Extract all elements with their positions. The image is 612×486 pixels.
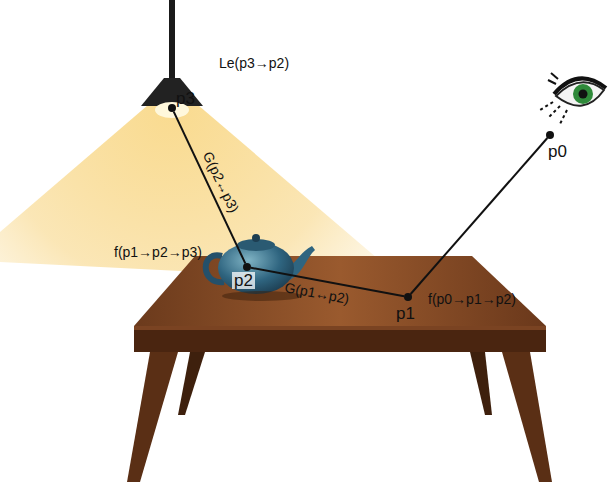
table-top: [134, 256, 546, 326]
lamp-rod: [169, 0, 175, 80]
eyelashes: [548, 73, 558, 84]
light-path-segment: [174, 112, 246, 264]
table-edge: [134, 326, 546, 352]
eyelid: [554, 78, 606, 94]
path-vertex: p2: [243, 263, 251, 271]
path-vertex: p3: [168, 104, 176, 112]
path-vertex: p0: [546, 131, 554, 139]
vertex-label: p2: [232, 272, 255, 289]
table-edge-highlight: [134, 326, 546, 330]
path-vertex: p1: [404, 293, 412, 301]
eye-pupil: [579, 90, 588, 99]
teapot-knob: [252, 234, 260, 242]
table-leg: [470, 352, 492, 415]
table-leg: [127, 352, 178, 482]
eye-iris: [573, 84, 593, 104]
formula-label: f(p1→p2→p3): [114, 245, 202, 259]
light-cone: [0, 105, 405, 282]
formula-label: f(p0→p1→p2): [428, 292, 516, 306]
light-path-segment: [411, 138, 548, 294]
sight-dashes: [540, 102, 567, 124]
table-leg: [502, 352, 552, 482]
vertex-label: p3: [176, 90, 195, 107]
lamp-shade: [141, 78, 203, 106]
vertex-label: p0: [548, 143, 567, 160]
table-leg: [178, 352, 205, 415]
formula-label: Le(p3→p2): [219, 56, 289, 70]
vertex-label: p1: [396, 305, 415, 322]
